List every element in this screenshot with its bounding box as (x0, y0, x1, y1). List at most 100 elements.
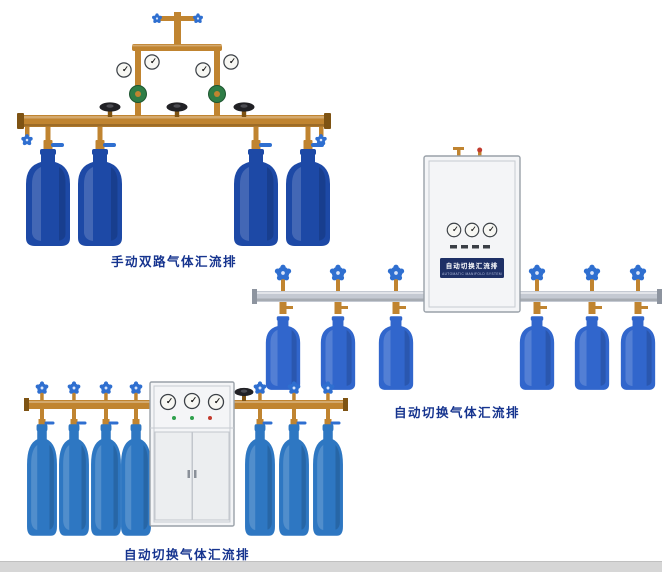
gas-cylinder (519, 316, 555, 390)
product-caption: 自动切换气体汇流排 (393, 406, 520, 420)
cylinder-drop (26, 127, 70, 246)
cylinder-station (519, 264, 555, 390)
cylinder-drop (286, 127, 330, 246)
valve-lever (103, 143, 116, 147)
pressure-gauge-icon (159, 393, 177, 411)
gas-cylinder (26, 149, 70, 246)
valve-lever (330, 421, 341, 425)
cylinder-valve (102, 419, 110, 428)
pipe-end-cap (17, 113, 24, 129)
cylinder-bank (27, 381, 343, 536)
valve-handwheel-icon (67, 381, 81, 394)
cabinet-door (154, 431, 193, 521)
gas-cylinder (574, 316, 610, 390)
header-pipe (132, 44, 222, 51)
cylinder-station (279, 381, 309, 536)
pressure-regulator-left (116, 54, 160, 103)
cylinder-valve (251, 140, 261, 151)
valve-lever (311, 143, 324, 147)
valve-handwheel-icon (583, 264, 601, 281)
product-caption: 自动切换气体汇流排 (123, 548, 250, 562)
bottom-strip (0, 561, 662, 572)
cylinder-valve (279, 302, 287, 314)
valve-handwheel-icon (287, 381, 301, 394)
black-handwheel-icon (234, 387, 254, 401)
pressure-gauge-icon (207, 393, 225, 411)
pressure-gauge-icon (223, 54, 239, 70)
pipe-end-cap (343, 398, 348, 411)
cylinder-bank (265, 264, 656, 390)
pressure-gauge-icon (144, 54, 160, 70)
valve-handwheel-icon (387, 264, 405, 281)
cylinder-drop (234, 127, 278, 246)
indicator-light-icon (190, 416, 194, 420)
valve-handwheel-icon (152, 13, 162, 23)
indicator-light-icon (208, 416, 212, 420)
gas-cylinder (245, 424, 275, 536)
valve-lever (44, 421, 55, 425)
cylinder-station (320, 264, 356, 390)
valve-knob-icon (477, 147, 483, 153)
gas-cylinder (378, 316, 414, 390)
cylinder-valve (634, 302, 642, 314)
valve-lever (76, 421, 87, 425)
pressure-gauge-icon (183, 392, 201, 410)
pipe-end-cap (252, 289, 257, 304)
manifold-top-assembly (132, 12, 222, 117)
cylinder-valve (70, 419, 78, 428)
cylinder-station (574, 264, 610, 390)
cabinet-plaque (440, 258, 504, 278)
valve-handwheel-icon (274, 264, 292, 281)
gas-cylinder (313, 424, 343, 536)
cylinder-station (378, 264, 414, 390)
valve-lever (51, 143, 64, 147)
cylinder-bank (26, 127, 330, 246)
door-handle (187, 470, 190, 478)
cylinder-valve (392, 302, 400, 314)
cylinder-station (91, 381, 121, 536)
cabinet-plaque-subtitle: AUTOMATIC MANIFOLD SYSTEM (442, 272, 502, 276)
product-auto-switch-manifold-right: 自动切换汇流排 AUTOMATIC MANIFOLD SYSTEM 自动切换气体… (252, 146, 662, 421)
purge-valve-left (21, 127, 33, 146)
valve-lever (262, 421, 273, 425)
valve-lever (108, 421, 119, 425)
cylinder-drop (78, 127, 122, 246)
cabinet-plaque-title: 自动切换汇流排 (446, 261, 499, 270)
product-manual-dual-manifold: 手动双路气体汇流排 (14, 8, 334, 270)
control-cabinet (149, 381, 235, 527)
control-cabinet: 自动切换汇流排 AUTOMATIC MANIFOLD SYSTEM (423, 147, 521, 313)
cylinder-valve (95, 140, 105, 151)
valve-lever (259, 143, 272, 147)
pipe-end-cap (24, 398, 29, 411)
black-handwheel-icon (99, 102, 121, 117)
cylinder-station (27, 381, 57, 536)
gas-cylinder (279, 424, 309, 536)
valve-handwheel-icon (253, 381, 267, 394)
gas-cylinder (121, 424, 151, 536)
cylinder-valve (38, 419, 46, 428)
valve-handwheel-icon (329, 264, 347, 281)
pipe-end-cap (657, 289, 662, 304)
cylinder-valve (533, 302, 541, 314)
pressure-regulator-right (195, 54, 239, 103)
product-caption: 手动双路气体汇流排 (110, 255, 237, 269)
pressure-gauge-icon (446, 222, 462, 238)
valve-lever (296, 421, 307, 425)
gas-cylinder (78, 149, 122, 246)
valve-handwheel-icon (21, 134, 33, 146)
cylinder-valve (290, 419, 298, 428)
pressure-gauge-icon (464, 222, 480, 238)
cylinder-valve (132, 419, 140, 428)
valve-handwheel-icon (321, 381, 335, 394)
gas-cylinder (59, 424, 89, 536)
valve-handwheel-icon (35, 381, 49, 394)
valve-handwheel-icon (193, 13, 203, 23)
cylinder-station (265, 264, 301, 390)
valve-handwheel-icon (528, 264, 546, 281)
cylinder-station (245, 381, 275, 536)
main-manifold-pipe (17, 113, 331, 129)
cylinder-station (313, 381, 343, 536)
indicator-light-icon (172, 416, 176, 420)
valve-handwheel-icon (99, 381, 113, 394)
